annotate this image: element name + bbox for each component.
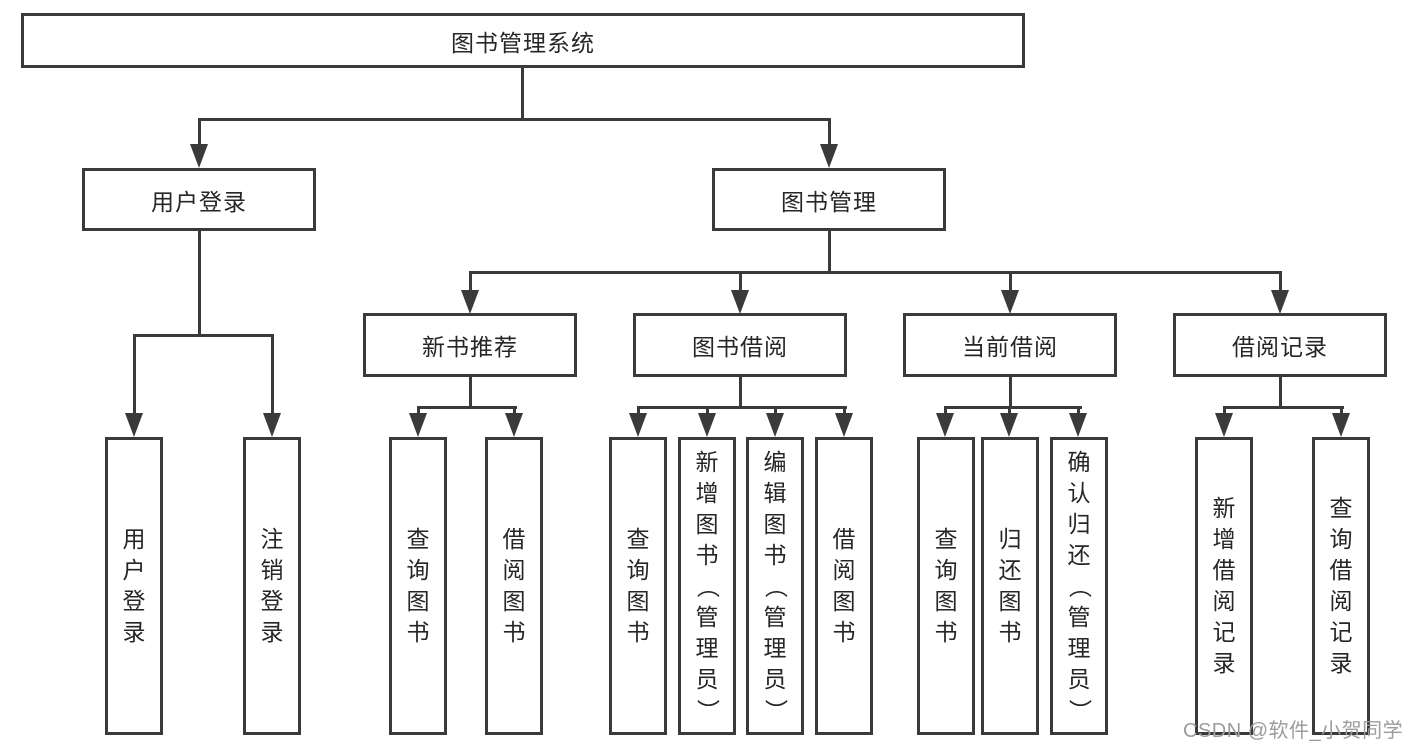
connector-line xyxy=(773,406,777,416)
connector-line xyxy=(1008,271,1012,293)
leaf-query-borrow-record: 查询借阅记录 xyxy=(1312,437,1370,735)
node-label: 图书管理系统 xyxy=(451,29,595,56)
arrow-down-icon xyxy=(1001,290,1019,314)
connector-line xyxy=(468,271,1282,274)
connector-line xyxy=(842,406,846,416)
leaf-label: 新增借阅记录 xyxy=(1212,495,1236,676)
leaf-borrow-book-recommend: 借阅图书 xyxy=(485,437,543,735)
node-label: 新书推荐 xyxy=(422,334,518,360)
arrow-down-icon xyxy=(835,413,853,437)
connector-line xyxy=(827,118,831,146)
connector-line xyxy=(1222,406,1344,409)
arrow-down-icon xyxy=(698,413,716,437)
connector-line xyxy=(705,406,709,416)
connector-line xyxy=(468,271,472,293)
node-library-management-system: 图书管理系统 xyxy=(21,13,1025,68)
connector-line xyxy=(197,230,201,337)
node-borrow-records: 借阅记录 xyxy=(1173,313,1387,377)
connector-line xyxy=(738,376,742,409)
arrow-down-icon xyxy=(409,413,427,437)
connector-line xyxy=(468,376,472,409)
connector-line xyxy=(1339,406,1343,416)
leaf-confirm-return-admin: 确认归还（管理员） xyxy=(1050,437,1108,735)
leaf-label: 编辑图书（管理员） xyxy=(762,448,789,722)
arrow-down-icon xyxy=(1069,413,1087,437)
arrow-down-icon xyxy=(1332,413,1350,437)
connector-line xyxy=(1278,376,1282,409)
arrow-down-icon xyxy=(1271,290,1289,314)
leaf-label: 注销登录 xyxy=(260,526,284,645)
leaf-label: 查询图书 xyxy=(626,526,650,645)
connector-line xyxy=(1222,406,1226,416)
arrow-down-icon xyxy=(505,413,523,437)
arrow-down-icon xyxy=(820,144,838,168)
node-book-borrow: 图书借阅 xyxy=(633,313,847,377)
arrow-down-icon xyxy=(125,413,143,437)
node-label: 用户登录 xyxy=(151,188,247,215)
connector-line xyxy=(197,118,831,121)
connector-line xyxy=(636,406,640,416)
watermark: CSDN @软件_小贺同学 xyxy=(1183,720,1404,742)
node-user-login: 用户登录 xyxy=(82,168,316,231)
connector-line xyxy=(636,406,847,409)
connector-line xyxy=(512,406,516,416)
node-current-borrow: 当前借阅 xyxy=(903,313,1117,377)
connector-line xyxy=(1008,376,1012,409)
node-label: 当前借阅 xyxy=(962,334,1058,360)
leaf-query-book-recommend: 查询图书 xyxy=(389,437,447,735)
node-label: 图书借阅 xyxy=(692,334,788,360)
connector-line xyxy=(1278,271,1282,293)
leaf-return-book: 归还图书 xyxy=(981,437,1039,735)
leaf-label: 查询借阅记录 xyxy=(1329,495,1353,676)
node-book-management: 图书管理 xyxy=(712,168,946,231)
leaf-label: 查询图书 xyxy=(406,526,430,645)
node-label: 借阅记录 xyxy=(1232,334,1328,360)
leaf-user-login: 用户登录 xyxy=(105,437,163,735)
connector-line xyxy=(132,334,274,337)
leaf-label: 新增图书（管理员） xyxy=(694,448,721,722)
leaf-query-book-borrow: 查询图书 xyxy=(609,437,667,735)
connector-line xyxy=(416,406,517,409)
connector-line xyxy=(270,334,274,415)
connector-line xyxy=(520,67,524,121)
arrow-down-icon xyxy=(1215,413,1233,437)
arrow-down-icon xyxy=(263,413,281,437)
node-label: 图书管理 xyxy=(781,188,877,215)
connector-line xyxy=(1007,406,1011,416)
connector-line xyxy=(943,406,947,416)
arrow-down-icon xyxy=(936,413,954,437)
leaf-label: 归还图书 xyxy=(998,526,1022,645)
arrow-down-icon xyxy=(190,144,208,168)
connector-line xyxy=(827,228,831,274)
leaf-logout-login: 注销登录 xyxy=(243,437,301,735)
leaf-edit-book-admin: 编辑图书（管理员） xyxy=(746,437,804,735)
leaf-query-book-current: 查询图书 xyxy=(917,437,975,735)
leaf-borrow-book: 借阅图书 xyxy=(815,437,873,735)
connector-line xyxy=(738,271,742,293)
leaf-label: 用户登录 xyxy=(122,526,146,645)
connector-line xyxy=(416,406,420,416)
arrow-down-icon xyxy=(731,290,749,314)
leaf-label: 确认归还（管理员） xyxy=(1066,448,1093,722)
connector-line xyxy=(1076,406,1080,416)
node-new-book-recommend: 新书推荐 xyxy=(363,313,577,377)
arrow-down-icon xyxy=(629,413,647,437)
leaf-label: 查询图书 xyxy=(934,526,958,645)
connector-line xyxy=(197,118,201,146)
arrow-down-icon xyxy=(1000,413,1018,437)
arrow-down-icon xyxy=(461,290,479,314)
connector-line xyxy=(132,334,136,415)
arrow-down-icon xyxy=(766,413,784,437)
leaf-add-book-admin: 新增图书（管理员） xyxy=(678,437,736,735)
connector-line xyxy=(943,406,1082,409)
leaf-add-borrow-record: 新增借阅记录 xyxy=(1195,437,1253,735)
leaf-label: 借阅图书 xyxy=(832,526,856,645)
leaf-label: 借阅图书 xyxy=(502,526,526,645)
